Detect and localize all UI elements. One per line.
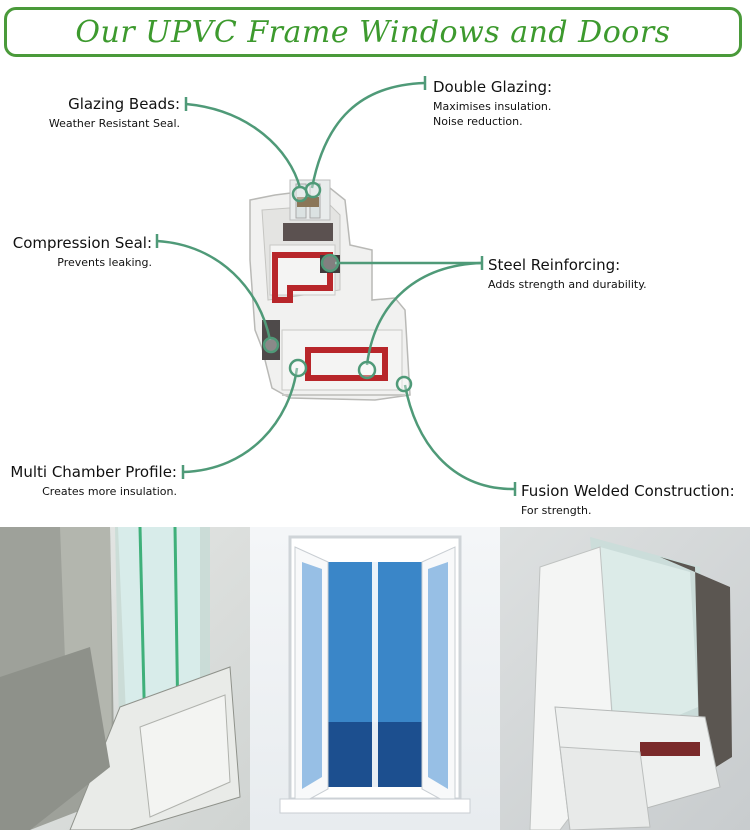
callout-description: Prevents leaking. [57,256,152,269]
callout-description: For strength. [521,504,592,517]
callout-heading: Glazing Beads: [68,95,180,113]
leader-steel-reinforcing-lower [365,261,483,366]
callout-fusion-welded: Fusion Welded Construction: For strength… [521,482,735,518]
page-title: Our UPVC Frame Windows and Doors [75,14,671,50]
leader-lines [155,76,517,496]
callout-description: Creates more insulation. [42,485,177,498]
product-photo-strip [0,527,750,830]
photo-frame-corner-grey [0,527,250,830]
photo-open-casement-window [250,527,500,830]
leader-fusion-welded [403,384,516,491]
photo-frame-corner-dark [500,527,750,830]
leader-multi-chamber [182,367,299,474]
callout-description: Noise reduction. [433,115,523,128]
leader-compression-seal [156,239,272,341]
callout-description: Adds strength and durability. [488,278,647,291]
callout-compression-seal: Compression Seal: Prevents leaking. [2,234,152,270]
leader-markers [262,181,413,393]
upvc-profile-illustration [249,179,411,401]
callout-double-glazing: Double Glazing: Maximises insulation. No… [433,78,552,129]
callout-heading: Steel Reinforcing: [488,256,621,274]
callout-heading: Double Glazing: [433,78,553,96]
callout-glazing-beads: Glazing Beads: Weather Resistant Seal. [30,95,180,131]
leader-double-glazing [310,81,426,189]
callout-steel-reinforcing: Steel Reinforcing: Adds strength and dur… [488,256,647,292]
leader-glazing-beads [185,102,302,189]
frame-cross-section-diagram [155,76,517,496]
callout-description: Weather Resistant Seal. [48,117,180,130]
title-banner: Our UPVC Frame Windows and Doors [4,7,742,57]
callout-multi-chamber-profile: Multi Chamber Profile: Creates more insu… [2,463,177,499]
callout-heading: Fusion Welded Construction: [521,482,735,500]
callout-heading: Compression Seal: [12,234,152,252]
callout-description: Maximises insulation. [433,100,552,113]
callout-heading: Multi Chamber Profile: [10,463,177,481]
